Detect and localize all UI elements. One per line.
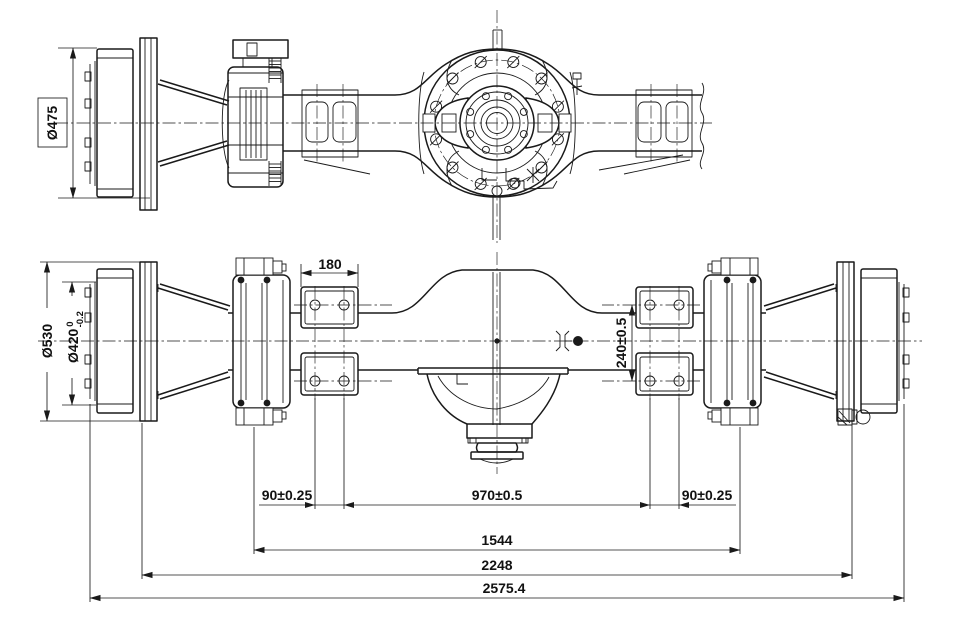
- dim-2248: 2248: [141, 557, 853, 579]
- dim-label-530: Ø530: [39, 324, 55, 358]
- dim-label-2248: 2248: [481, 557, 512, 573]
- breather-icon: [571, 72, 583, 95]
- diff-bottom-cover: [417, 367, 569, 464]
- hub-cone-top-left: [157, 79, 230, 167]
- dim-overall-length: 2575.4: [89, 580, 905, 602]
- dim-label-420: Ø420: [65, 328, 81, 362]
- adjuster-teeth-bottom: [268, 161, 282, 186]
- top-view: Ø475: [37, 10, 712, 243]
- dim-hub-flange-diameter: Ø475: [37, 47, 150, 199]
- dim-label-420-tol-upper: 0: [65, 321, 76, 326]
- dim-label-2575: 2575.4: [483, 580, 526, 596]
- break-line: [699, 82, 705, 170]
- banjo-bulge: [391, 269, 603, 314]
- adjuster-fitting-right: [837, 408, 871, 426]
- position-mark: [526, 167, 540, 183]
- differential-housing: [422, 29, 572, 240]
- dim-label-1544: 1544: [481, 532, 512, 548]
- front-view: [38, 252, 922, 474]
- dim-label-420-tol-lower: -0.2: [75, 311, 86, 327]
- dim-label-90-left: 90±0.25: [262, 487, 313, 503]
- brake-block-top: [221, 39, 289, 188]
- adjuster-teeth-top: [268, 58, 282, 83]
- spring-pads-top-left: [301, 83, 371, 175]
- dim-label-970: 970±0.5: [472, 487, 523, 503]
- dim-drum-outer-diameter: Ø530: [39, 261, 150, 422]
- hub-bolts: [466, 92, 528, 154]
- dim-spring-seat-width: 180: [300, 256, 359, 287]
- spring-pads-top-right: [623, 83, 693, 175]
- extension-lines: [89, 398, 905, 602]
- dim-hole-pitch-chain: 90±0.25 970±0.5 90±0.25: [259, 487, 736, 508]
- axle-right-half: [601, 257, 910, 426]
- dim-label-475: Ø475: [44, 106, 60, 140]
- dim-label-180: 180: [318, 256, 342, 272]
- dim-label-240: 240±0.5: [613, 318, 629, 369]
- dim-1544: 1544: [253, 532, 741, 554]
- axle-left-half: [84, 257, 393, 426]
- brake-drum-top-left: [84, 37, 158, 211]
- dimension-layer: Ø530 Ø420 0-0.2 180 240±0.5: [39, 256, 905, 602]
- dim-label-90-right: 90±0.25: [682, 487, 733, 503]
- dim-seat-hole-vertical-span: 240±0.5: [613, 304, 636, 382]
- svg-text:Ø4200-0.2: Ø420 0-0.2: [65, 311, 86, 363]
- dim-drum-inner-diameter: Ø420 0-0.2: [62, 281, 96, 406]
